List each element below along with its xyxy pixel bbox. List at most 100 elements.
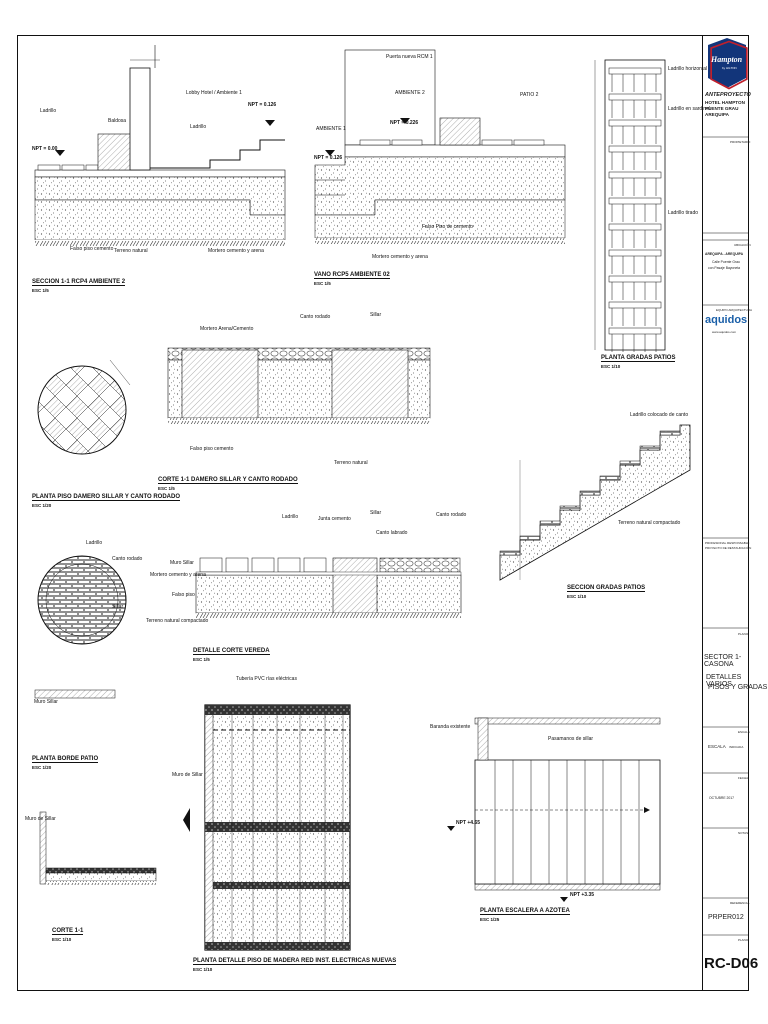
- firm-web: www.aquidos.com: [712, 330, 737, 334]
- label-sillar: Sillar: [370, 312, 382, 318]
- scale-vano: ESC 1/5: [314, 281, 331, 286]
- title-damero-section: CORTE 1-1 DAMERO SILLAR Y CANTO RODADO: [158, 477, 298, 484]
- escala-label: ESCALA: [738, 730, 750, 734]
- stair-tread: [608, 145, 662, 153]
- label-ladrillo-borde: Ladrillo: [86, 540, 103, 546]
- scale-stairs-plan: ESC 1/10: [601, 364, 621, 369]
- label-puerta: Puerta nueva RCM 1: [386, 54, 433, 60]
- title-damero-plan: PLANTA PISO DAMERO SILLAR Y CANTO RODADO: [32, 494, 181, 501]
- label-canto-vereda: Canto rodado: [436, 512, 467, 518]
- project-name-1: HOTEL HAMPTON: [705, 100, 745, 105]
- scale-cut-1-1: ESC 1/10: [52, 937, 72, 942]
- label-terreno: Terreno natural: [114, 248, 148, 254]
- damero-plan-drawing: [37, 359, 131, 455]
- title-stairs-plan: PLANTA GRADAS PATIOS: [601, 355, 676, 362]
- logo-sub: by HILTON: [722, 66, 737, 70]
- vano-drawing: [314, 49, 566, 244]
- project-head: ANTEPROYECTO: [705, 92, 751, 98]
- label-falso-piso: Falso piso cemento: [70, 246, 114, 252]
- ubicacion-label: UBICACIÓN: [734, 243, 751, 247]
- plano-no-label: PLANO: [738, 938, 749, 942]
- titleblock-lines: [702, 136, 749, 936]
- label-terreno-damero: Terreno natural: [334, 460, 368, 466]
- title-sidewalk: DETALLE CORTE VEREDA: [193, 648, 270, 655]
- title-vano: VANO RCP5 AMBIENTE 02: [314, 272, 390, 279]
- label-baldosa: Baldosa: [108, 118, 127, 124]
- responsable-2: PROYECTO DE RESTAURACIÓN: [705, 546, 752, 550]
- npt-level-1: NPT = 0.00: [32, 146, 58, 152]
- npt-vano-1: NPT = 0.226: [390, 120, 419, 126]
- fecha-label: FECHA: [738, 776, 749, 780]
- title-stairs-section: SECCION GRADAS PATIOS: [567, 585, 646, 592]
- fecha-value: OCTUBRE 2017: [709, 796, 735, 800]
- border-plan-drawing: [34, 555, 127, 699]
- stair-tread: [608, 301, 662, 309]
- label-lobby: Lobby Hotel / Ambiente 1: [186, 90, 242, 96]
- label-pasamanos: Pasamanos de sillar: [548, 736, 594, 742]
- label-mortero-vereda: Mortero cemento y arena: [150, 572, 206, 578]
- title-block: [702, 35, 749, 991]
- hampton-logo-shape: [708, 38, 748, 90]
- escala-text: ESCALA: [708, 744, 726, 749]
- npt-roof-1: NPT +4.65: [456, 820, 481, 826]
- stair-tread: [608, 249, 662, 257]
- equipo-label: EQUIPO ARQUITECTURA: [716, 308, 753, 312]
- label-falso-piso-vano: Falso Piso de cemento: [422, 224, 473, 230]
- label-falso-piso-damero: Falso piso cemento: [190, 446, 234, 452]
- title-cut-1-1: CORTE 1-1: [52, 928, 84, 935]
- label-canto-labrado: Canto labrado: [376, 530, 408, 536]
- label-sillar-borde: Sillar: [112, 604, 124, 610]
- label-falso-piso-vereda: Falso piso: [172, 592, 195, 598]
- label-muro-corte: Muro de Sillar: [25, 816, 56, 822]
- cut-1-1-drawing: [39, 811, 157, 885]
- label-ladrillo-canto: Ladrillo colocado de canto: [630, 412, 689, 418]
- stair-tread: [608, 119, 662, 127]
- label-sillar-vereda: Sillar: [370, 510, 382, 516]
- plano-label: PLANO: [738, 632, 749, 636]
- scale-sidewalk: ESC 1/5: [193, 657, 210, 662]
- npt-vano-2: NPT = 0.126: [314, 155, 343, 161]
- label-ambiente-1: AMBIENTE 1: [316, 126, 346, 132]
- label-patio-2: PATIO 2: [520, 92, 539, 98]
- label-mortero-damero: Mortero Arena/Cemento: [200, 326, 254, 332]
- stair-tread: [608, 67, 662, 75]
- project-name-2: PUENTE GRAU: [705, 106, 739, 111]
- title-roof-stair: PLANTA ESCALERA A AZOTEA: [480, 908, 570, 915]
- label-canto-rodado: Canto rodado: [300, 314, 331, 320]
- roof-stair-drawing: [447, 717, 661, 902]
- referencia-label: REFERENCIA: [730, 901, 750, 905]
- sector: SECTOR 1-CASONA: [704, 654, 742, 668]
- referencia-value: PRPER012: [708, 914, 744, 921]
- stair-tread: [608, 223, 662, 231]
- title-border-plan: PLANTA BORDE PATIO: [32, 756, 99, 763]
- label-ladrillo: Ladrillo: [40, 108, 57, 114]
- scale-damero-section: ESC 1/5: [158, 486, 175, 491]
- title-section-1-1: SECCION 1-1 RCP4 AMBIENTE 2: [32, 279, 126, 286]
- label-mortero-vano: Mortero cemento y arena: [372, 254, 428, 260]
- sheet-code: RC-D06: [704, 955, 759, 972]
- scale-damero-plan: ESC 1/20: [32, 503, 52, 508]
- notas-label: NOTAS: [738, 831, 749, 835]
- stair-tread: [608, 327, 662, 335]
- project-city: AREQUIPA: [705, 112, 729, 117]
- propietario-label: PROPIETARIO: [730, 140, 751, 144]
- label-ambiente-2: AMBIENTE 2: [395, 90, 425, 96]
- stair-tread: [608, 197, 662, 205]
- scale-wood-floor: ESC 1/10: [193, 967, 213, 972]
- stair-tread: [608, 275, 662, 283]
- scale-stairs-section: ESC 1/10: [567, 594, 587, 599]
- scale-border-plan: ESC 1/20: [32, 765, 52, 770]
- stairs-plan-drawing: [594, 59, 666, 352]
- label-muro-sillar-borde: Muro Sillar: [34, 699, 58, 705]
- label-terreno-vereda: Terreno natural compactado: [146, 618, 209, 624]
- stair-tread: [608, 171, 662, 179]
- label-baranda: Baranda existente: [430, 724, 471, 730]
- label-ladrillo-2: Ladrillo: [190, 124, 207, 130]
- sidewalk-section-drawing: [195, 557, 462, 619]
- npt-level-2: NPT = 0.126: [248, 102, 277, 108]
- label-mortero: Mortero cemento y arena: [208, 248, 264, 254]
- address-2: con Pasaje Bayoneta: [708, 266, 741, 270]
- stairs-section-drawing: [499, 424, 691, 581]
- logo-text: Hampton: [711, 55, 743, 64]
